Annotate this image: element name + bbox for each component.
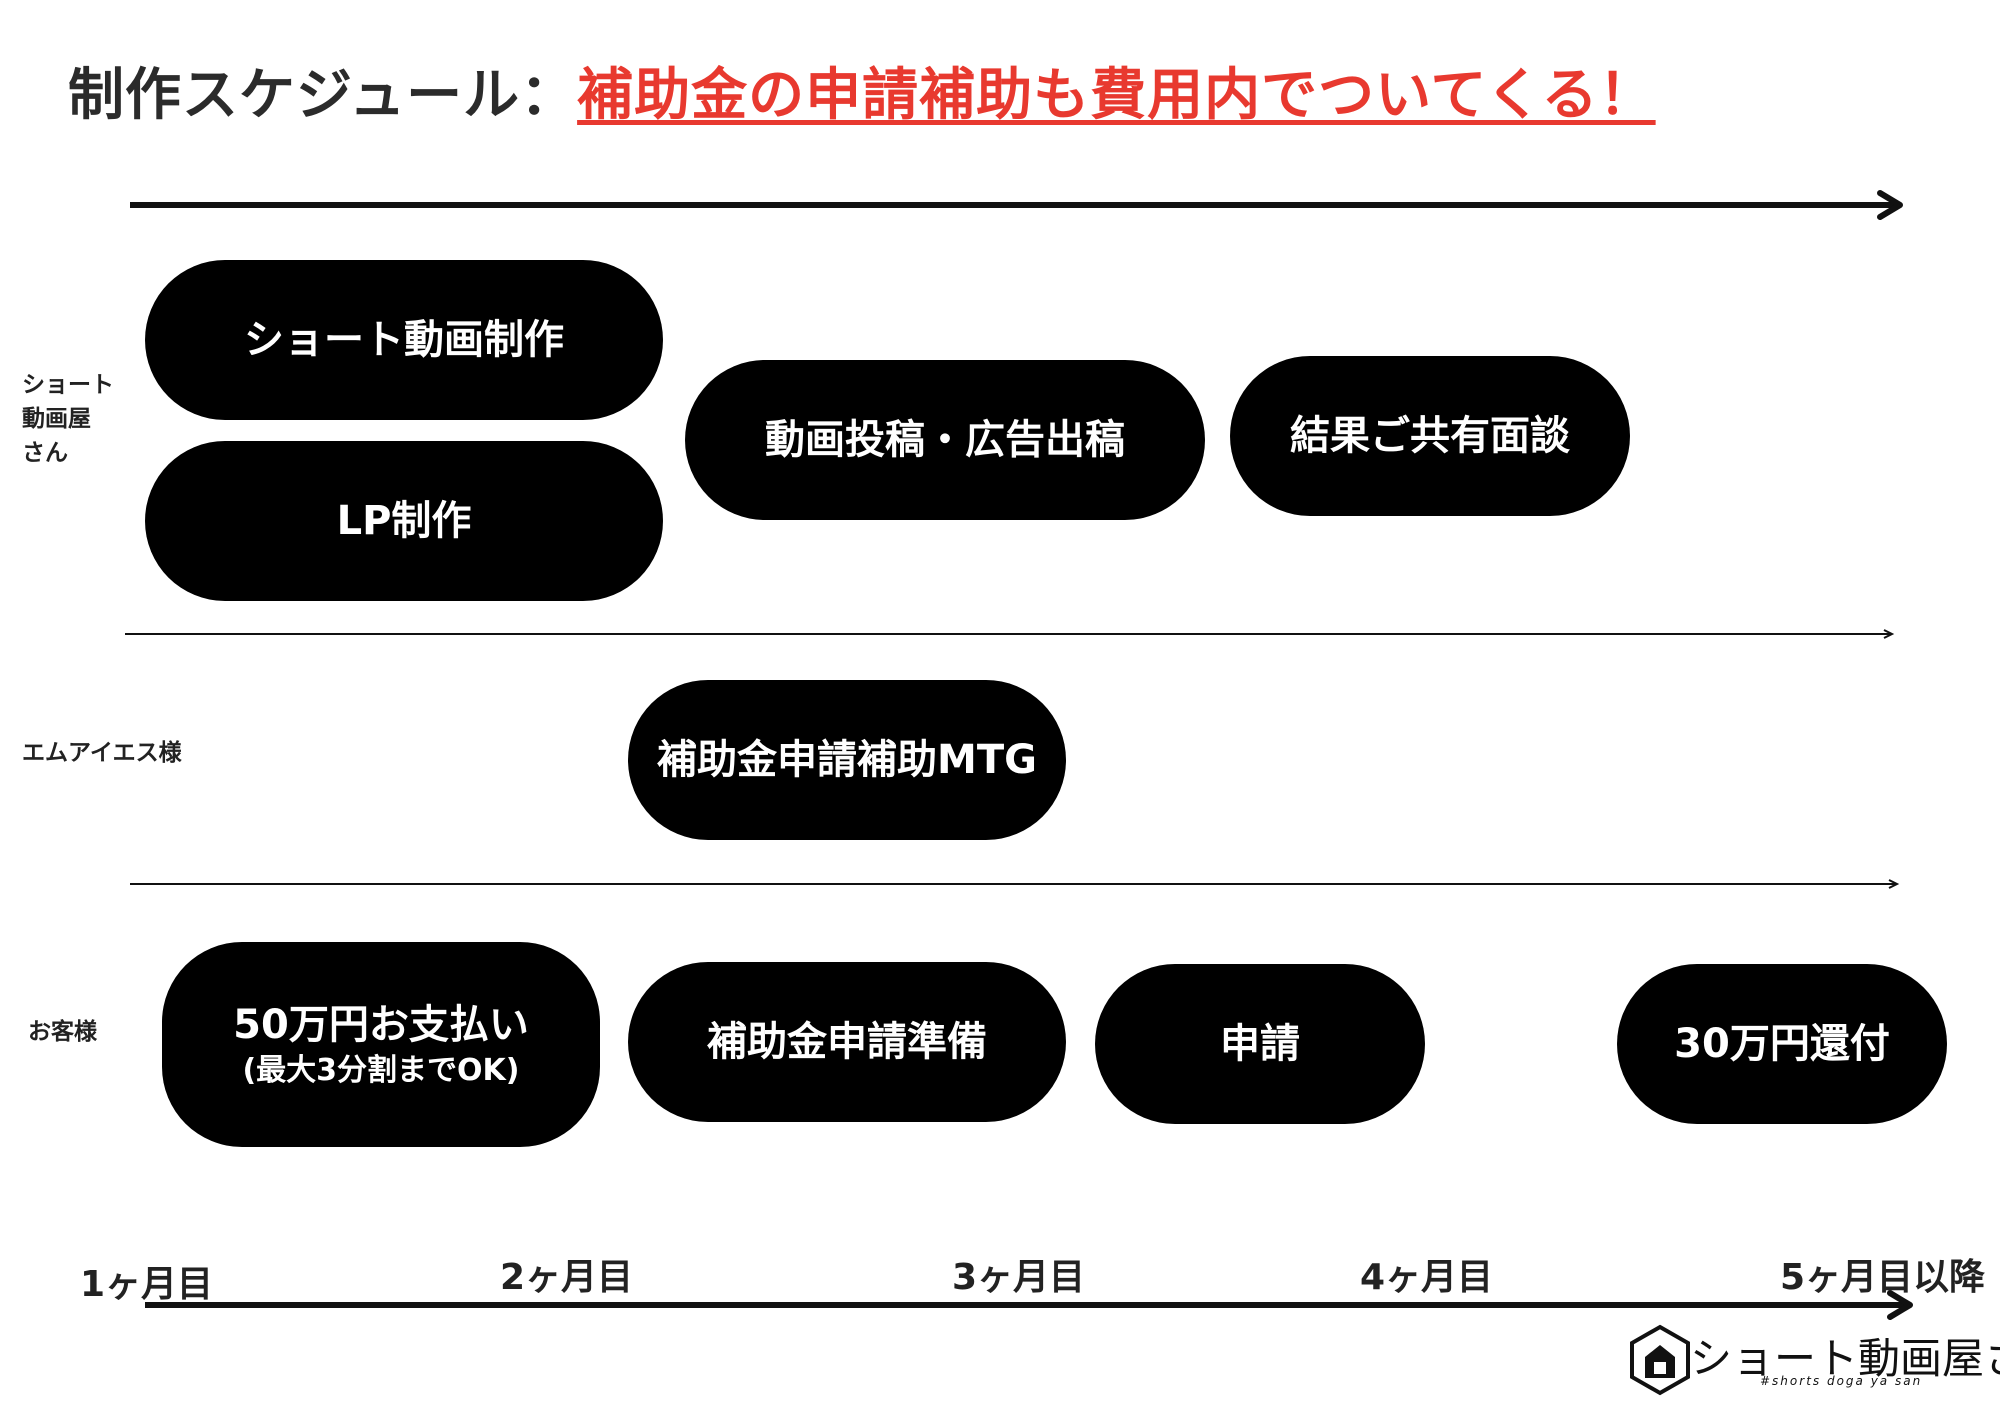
month-5-label: 5ヶ月目以降 [1780,1257,1986,1298]
lane-label-mis: エムアイエス様 [22,740,182,766]
task-prep: 補助金申請準備 [628,962,1066,1122]
task-subsidy-mtg-label: 補助金申請補助MTG [657,737,1037,783]
task-refund-label: 30万円還付 [1674,1021,1890,1067]
page-title: 制作スケジュール：補助金の申請補助も費用内でついてくる！ [68,50,1656,131]
task-subsidy-mtg: 補助金申請補助MTG [628,680,1066,840]
task-short-video-label: ショート動画制作 [244,317,564,363]
task-apply: 申請 [1095,964,1425,1124]
lane-divider-2 [130,879,1900,889]
task-posting: 動画投稿・広告出稿 [685,360,1205,520]
title-main: 制作スケジュール： [68,63,578,128]
task-lp: LP制作 [145,441,663,601]
lane-label-client: お客様 [28,1019,97,1045]
month-2-label: 2ヶ月目 [500,1257,634,1298]
logo-house-icon [1630,1324,1690,1396]
lane-divider-1 [125,629,1895,639]
month-1-label: 1ヶ月目 [80,1264,214,1305]
task-results-label: 結果ご共有面談 [1290,413,1570,459]
task-payment: 50万円お支払い (最大3分割までOK) [162,942,600,1147]
task-payment-label: 50万円お支払い [233,1001,529,1048]
month-3-label: 3ヶ月目 [952,1257,1086,1298]
title-accent: 補助金の申請補助も費用内でついてくる！ [577,63,1656,128]
lane-label-vendor: ショート 動画屋 さん [22,372,114,466]
task-prep-label: 補助金申請準備 [707,1019,987,1065]
month-4-label: 4ヶ月目 [1360,1257,1494,1298]
bottom-arrow [145,1290,1913,1320]
task-refund: 30万円還付 [1617,964,1947,1124]
task-apply-label: 申請 [1220,1021,1300,1067]
logo-subtitle: #shorts doga ya san [1760,1374,1923,1388]
task-results: 結果ご共有面談 [1230,356,1630,516]
task-posting-label: 動画投稿・広告出稿 [765,417,1125,463]
task-short-video: ショート動画制作 [145,260,663,420]
task-lp-label: LP制作 [336,498,472,544]
top-arrow [130,190,1903,220]
task-payment-note: (最大3分割までOK) [242,1052,520,1088]
